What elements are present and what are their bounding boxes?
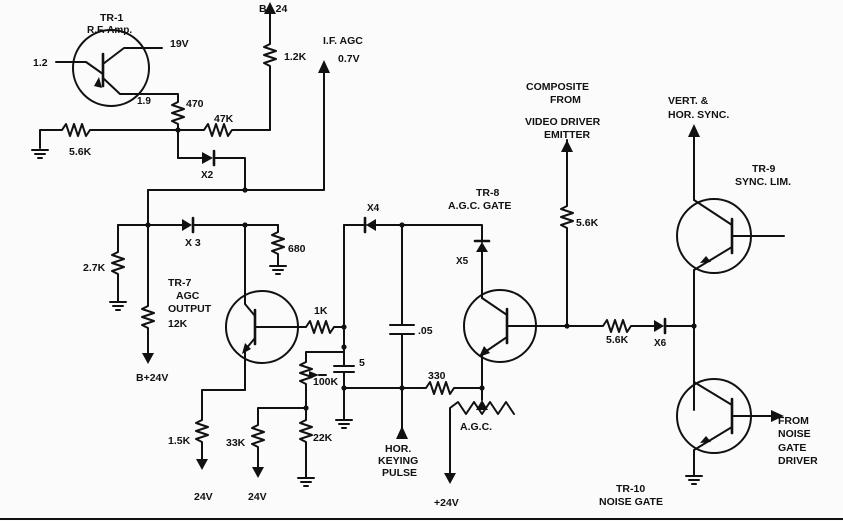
vert-sync-label-1: VERT. &: [668, 95, 709, 107]
capacitor-05-label: .05: [418, 325, 433, 337]
diode-x3-label: X 3: [185, 237, 201, 249]
diode-x2-label: X2: [201, 170, 214, 181]
resistor-1-2k-label: 1.2K: [284, 51, 307, 63]
tr10-transistor: [676, 378, 784, 477]
resistor-1-5k-label: 1.5K: [168, 435, 191, 447]
resistor-330-label: 330: [428, 370, 446, 382]
ground-tr10: [685, 475, 703, 485]
tr7-label-4: 12K: [168, 318, 188, 330]
voltage-24v-b: 24V: [248, 491, 267, 503]
hor-label-2: KEYING: [378, 455, 418, 467]
tr1-transistor: [55, 29, 173, 107]
tr9-label-1: TR-9: [752, 163, 775, 175]
from-label-4: DRIVER: [778, 455, 818, 467]
tr1-left-voltage: 1.2: [33, 57, 48, 69]
tr1-bottom-voltage: 1.9: [137, 96, 151, 107]
resistor-5-6k-low-label: 5.6K: [606, 334, 629, 346]
diode-x5-label: X5: [456, 256, 469, 267]
tr7-label-1: TR-7: [168, 277, 191, 289]
from-label-2: NOISE: [778, 428, 811, 440]
resistor-2-7k: [111, 224, 125, 303]
plus24v-label: +24V: [434, 497, 459, 509]
resistor-2-7k-label: 2.7K: [83, 262, 106, 274]
resistor-22k-label: 22K: [313, 432, 333, 444]
resistor-5-6k-mid-label: 5.6K: [576, 217, 599, 229]
bplus24-label: B+ 24: [259, 3, 287, 15]
potentiometer-100k: [299, 351, 345, 409]
diode-x6: [654, 320, 664, 332]
diode-x5: [476, 242, 488, 252]
tr10-label-1: TR-10: [616, 483, 645, 495]
tr8-label-2: A.G.C. GATE: [448, 200, 511, 212]
hor-label-3: PULSE: [382, 467, 417, 479]
tr1-right-voltage: 19V: [170, 38, 189, 50]
if-agc-line: [147, 67, 325, 191]
hor-label-1: HOR.: [385, 443, 411, 455]
bplus24v-label: B+24V: [136, 372, 168, 384]
resistor-12k: [141, 224, 155, 357]
resistor-5-6k-mid: [560, 139, 574, 327]
resistor-1k-label: 1K: [314, 305, 328, 317]
vert-sync-label-2: HOR. SYNC.: [668, 109, 729, 121]
tr8-transistor: [463, 289, 568, 389]
composite-label-1: COMPOSITE: [526, 81, 589, 93]
resistor-22k: [299, 407, 313, 479]
tr7-transistor: [225, 224, 301, 391]
resistor-5-6k-low: [566, 319, 655, 333]
bplus24-arrow: [264, 2, 276, 14]
tr7-label-3: OUTPUT: [168, 303, 212, 315]
resistor-470: [171, 97, 185, 159]
capacitor-5-label: 5: [359, 357, 365, 369]
tr7-label-2: AGC: [176, 290, 200, 302]
tr9-transistor: [676, 198, 785, 411]
resistor-680: [271, 224, 285, 267]
ground-left-top: [31, 149, 49, 159]
resistor-1-2k: [263, 7, 277, 131]
resistor-1-5k: [195, 389, 246, 463]
resistor-1k: [299, 320, 345, 334]
capacitor-5: [333, 346, 355, 421]
from-label-3: GATE: [778, 442, 806, 454]
agc-potentiometer: [449, 401, 515, 479]
resistor-33k: [251, 407, 307, 471]
composite-label-3: VIDEO DRIVER: [525, 116, 601, 128]
tr9-label-2: SYNC. LIM.: [735, 176, 791, 188]
tr1-emitter-lead: [171, 93, 179, 99]
resistor-330: [419, 381, 483, 395]
diode-x3: [182, 219, 192, 231]
resistor-5-6k-left-label: 5.6K: [69, 146, 92, 158]
resistor-47k: [177, 123, 271, 137]
diode-x2: [202, 152, 213, 164]
resistor-47k-label: 47K: [214, 113, 234, 125]
tr1-title: TR-1: [100, 12, 123, 24]
if-agc-voltage: 0.7V: [338, 53, 360, 65]
diode-x4: [366, 219, 376, 231]
agc-pot-label: A.G.C.: [460, 421, 492, 433]
resistor-470-label: 470: [186, 98, 204, 110]
tr10-label-2: NOISE GATE: [599, 496, 663, 508]
capacitor-05: [389, 224, 415, 435]
if-agc-label: I.F. AGC: [323, 35, 363, 47]
composite-label-2: FROM: [550, 94, 581, 106]
resistor-5-6k-left: [39, 123, 179, 149]
resistor-680-label: 680: [288, 243, 306, 255]
voltage-24v-a: 24V: [194, 491, 213, 503]
potentiometer-100k-label: 100K: [313, 376, 339, 388]
composite-label-4: EMITTER: [544, 129, 590, 141]
from-label-1: FROM: [778, 415, 809, 427]
tr1-subtitle: R.F. Amp.: [87, 25, 132, 36]
diode-x4-label: X4: [367, 203, 380, 214]
resistor-33k-label: 33K: [226, 437, 246, 449]
diode-x6-label: X6: [654, 338, 667, 349]
tr8-label-1: TR-8: [476, 187, 499, 199]
